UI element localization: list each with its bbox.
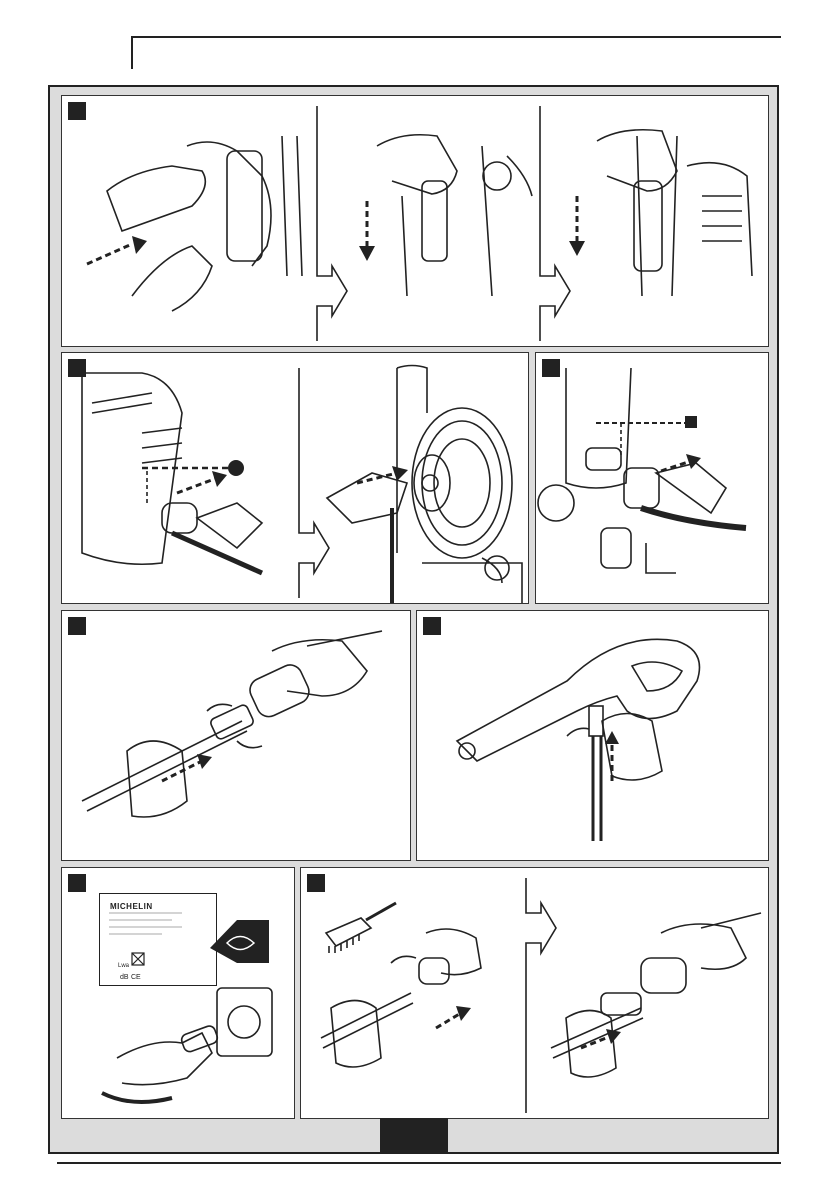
hose-reel-illustration [62, 353, 529, 604]
arrow-icon [581, 1036, 611, 1048]
hand-icon [331, 1001, 381, 1068]
accessories-illustration [301, 868, 769, 1119]
hand-icon [117, 1033, 212, 1085]
gun-illustration [417, 611, 769, 861]
arrow-icon [177, 478, 217, 493]
reference-marker [228, 460, 244, 476]
handle-piece [227, 151, 262, 261]
panel-hose-reel [61, 352, 529, 604]
machine-body-left [187, 142, 271, 266]
header-rule-horizontal [131, 36, 781, 38]
plug-icon [180, 1024, 219, 1053]
handle-illustration [62, 96, 769, 347]
gun-connector [641, 958, 686, 993]
brush-icon [326, 918, 371, 946]
hand-icon [426, 929, 481, 975]
panel-water-inlet [535, 352, 769, 604]
panel-handle-fitting [61, 95, 769, 347]
hose-reel-icon [412, 408, 512, 558]
hose-connector [624, 468, 659, 508]
hand-icon [107, 166, 205, 231]
lance-icon [321, 993, 413, 1048]
gun-connector [246, 661, 313, 720]
arrow-icon [87, 244, 132, 264]
water-inlet-illustration [536, 353, 769, 604]
lance-icon [82, 721, 247, 811]
inlet-nozzle [586, 448, 621, 470]
gun-icon [457, 639, 700, 761]
footer-rule [57, 1162, 781, 1164]
plug-illustration [62, 868, 295, 1119]
lance-illustration [62, 611, 411, 861]
panel-lance-connection [61, 610, 411, 861]
hand-icon [197, 503, 262, 548]
hand-icon [661, 924, 746, 969]
nozzle-connector [419, 958, 449, 984]
hand-icon [377, 135, 457, 194]
hand-icon [132, 246, 212, 311]
panel-gun-assembly [416, 610, 769, 861]
wall-socket [217, 988, 272, 1056]
header-rule-vertical [131, 36, 133, 69]
reference-marker [685, 416, 697, 428]
arrow-icon [436, 1013, 461, 1028]
page-number-tab [380, 1118, 448, 1152]
panel-rating-label: MICHELIN Lwa dB CE [61, 867, 295, 1119]
panel-accessories [300, 867, 769, 1119]
hand-icon [272, 640, 367, 696]
eye-icon [210, 920, 269, 963]
